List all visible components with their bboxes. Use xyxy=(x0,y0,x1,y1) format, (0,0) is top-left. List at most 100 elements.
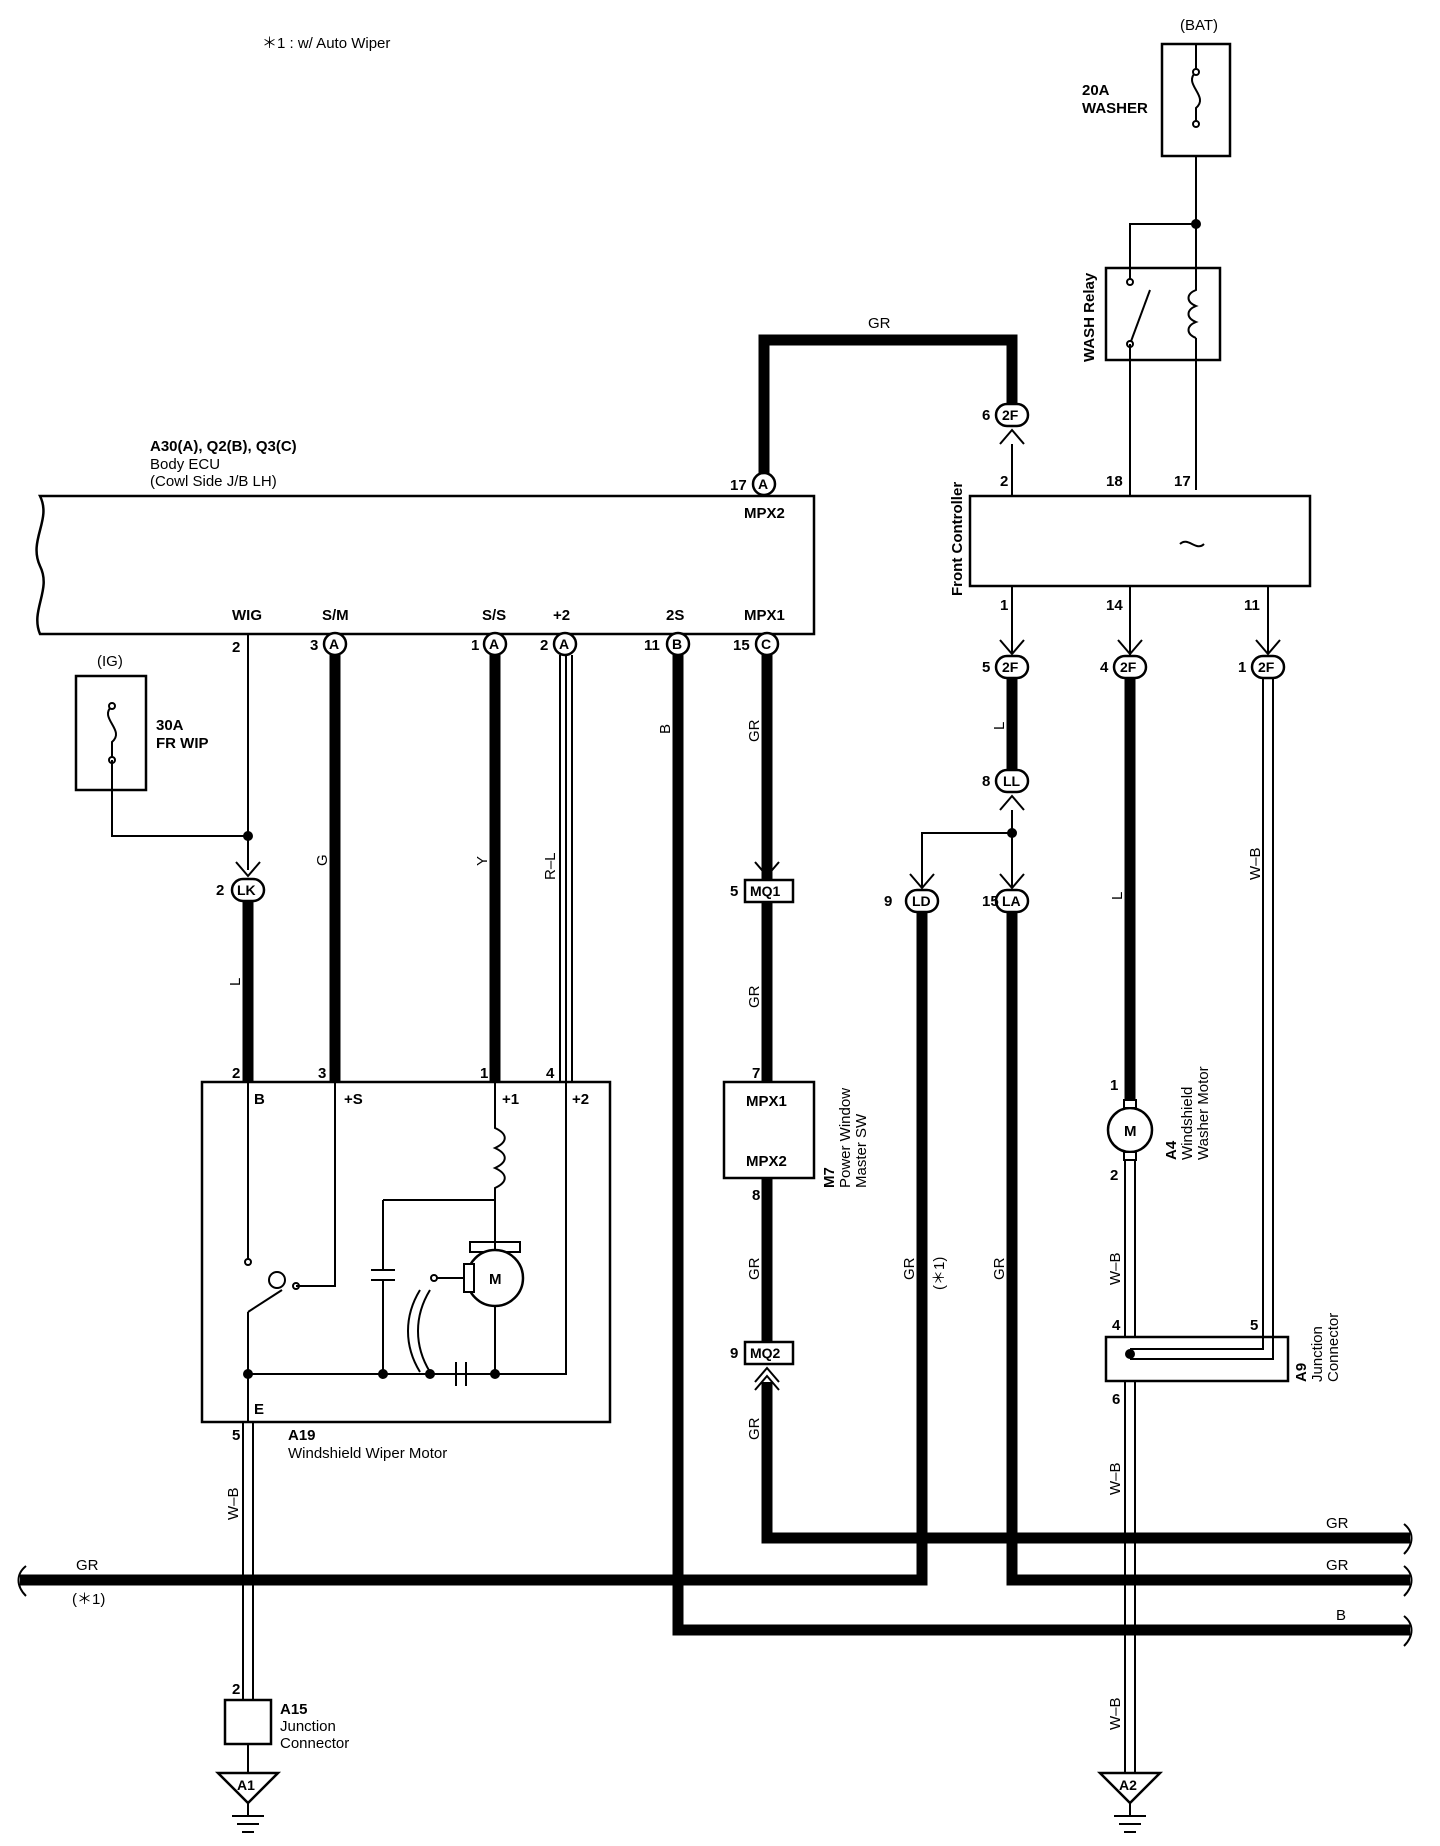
svg-text:2: 2 xyxy=(540,637,548,654)
bat-label: (BAT) xyxy=(1180,17,1218,34)
body-ecu-mpx2: MPX2 xyxy=(744,505,785,522)
svg-text:9: 9 xyxy=(884,893,892,910)
conn-2f-6 xyxy=(994,402,1030,428)
svg-text:W–B: W–B xyxy=(1247,847,1264,880)
gr-star1-bus xyxy=(20,912,928,1586)
svg-text:Connector: Connector xyxy=(280,1735,349,1752)
svg-text:B: B xyxy=(254,1091,265,1108)
svg-text:1: 1 xyxy=(471,637,479,654)
svg-text:9: 9 xyxy=(730,1345,738,1362)
washer-fuse-amp: 20A xyxy=(1082,82,1110,99)
svg-text:2: 2 xyxy=(1110,1167,1118,1184)
conn-2f-1 xyxy=(1250,654,1286,680)
svg-text:2F: 2F xyxy=(1002,407,1019,423)
wb-fc-wire xyxy=(1262,678,1274,1337)
svg-text:Y: Y xyxy=(474,856,491,866)
svg-text:Windshield Wiper Motor: Windshield Wiper Motor xyxy=(288,1445,447,1462)
bus-break-right xyxy=(1403,1523,1413,1647)
svg-text:MQ2: MQ2 xyxy=(750,1345,781,1361)
svg-text:15: 15 xyxy=(982,893,999,910)
svg-text:14: 14 xyxy=(1106,597,1123,614)
svg-text:LK: LK xyxy=(237,882,256,898)
svg-text:A2: A2 xyxy=(1119,1777,1137,1793)
svg-text:15: 15 xyxy=(733,637,750,654)
wiper-capacitor-2 xyxy=(430,1362,495,1386)
svg-text:GR: GR xyxy=(76,1557,99,1574)
svg-text:+2: +2 xyxy=(553,607,570,624)
gr-mq2-bus xyxy=(761,1382,1410,1544)
svg-text:2: 2 xyxy=(1000,473,1008,490)
svg-text:A: A xyxy=(329,636,339,652)
svg-text:S/M: S/M xyxy=(322,607,349,624)
fr-wip-fuse-element xyxy=(106,705,118,760)
svg-text:4: 4 xyxy=(1100,659,1109,676)
svg-text:1: 1 xyxy=(480,1065,488,1082)
svg-text:R–L: R–L xyxy=(542,852,559,880)
svg-text:W–B: W–B xyxy=(1107,1462,1124,1495)
wb-wiper-ground-wire xyxy=(242,1422,254,1700)
svg-text:W–B: W–B xyxy=(1107,1697,1124,1730)
svg-text:C: C xyxy=(761,636,771,652)
svg-text:GR: GR xyxy=(1326,1515,1349,1532)
svg-text:S/S: S/S xyxy=(482,607,506,624)
svg-text:4: 4 xyxy=(546,1065,555,1082)
svg-text:B: B xyxy=(1336,1607,1346,1624)
svg-text:2: 2 xyxy=(216,882,224,899)
svg-text:5: 5 xyxy=(1250,1317,1258,1334)
svg-text:LA: LA xyxy=(1002,893,1021,909)
svg-text:A19: A19 xyxy=(288,1427,316,1444)
svg-text:6: 6 xyxy=(982,407,990,424)
svg-text:30A: 30A xyxy=(156,717,184,734)
svg-text:MPX2: MPX2 xyxy=(746,1153,787,1170)
wb-washer-ground-wire xyxy=(1124,1160,1136,1773)
svg-text:GR: GR xyxy=(1326,1557,1349,1574)
svg-text:5: 5 xyxy=(982,659,990,676)
svg-text:GR: GR xyxy=(746,719,763,742)
ground-a1-symbol xyxy=(232,1803,264,1833)
svg-text:Power Window: Power Window xyxy=(837,1088,854,1188)
rl-plus2-wire xyxy=(559,655,573,1082)
svg-text:11: 11 xyxy=(1244,597,1260,614)
svg-text:MPX1: MPX1 xyxy=(746,1093,787,1110)
wiper-breaker xyxy=(407,1289,431,1373)
svg-text:18: 18 xyxy=(1106,473,1123,490)
svg-text:M7: M7 xyxy=(821,1167,838,1188)
svg-text:2S: 2S xyxy=(666,607,684,624)
svg-text:GR: GR xyxy=(901,1257,918,1280)
conn-a-17 xyxy=(751,471,777,497)
ground-a2-symbol xyxy=(1114,1803,1146,1833)
wiper-capacitor xyxy=(371,1200,395,1374)
svg-text:M: M xyxy=(489,1271,502,1288)
svg-text:B: B xyxy=(657,724,674,734)
svg-text:2F: 2F xyxy=(1120,659,1137,675)
svg-text:2: 2 xyxy=(232,639,240,656)
svg-text:2F: 2F xyxy=(1258,659,1275,675)
svg-text:E: E xyxy=(254,1401,264,1418)
svg-text:8: 8 xyxy=(752,1187,760,1204)
svg-text:L: L xyxy=(1109,892,1126,900)
svg-text:(IG): (IG) xyxy=(97,653,123,670)
svg-text:W–B: W–B xyxy=(1107,1252,1124,1285)
svg-text:W–B: W–B xyxy=(225,1487,242,1520)
ground-a2 xyxy=(1096,1771,1164,1805)
wiper-motor-coil xyxy=(492,1082,506,1218)
svg-text:11: 11 xyxy=(644,637,660,654)
washer-fuse-name: WASHER xyxy=(1082,100,1148,117)
svg-text:A: A xyxy=(758,476,768,492)
svg-text:M: M xyxy=(1124,1123,1137,1140)
svg-text:Connector: Connector xyxy=(1325,1313,1342,1382)
svg-text:Windshield: Windshield xyxy=(1179,1087,1196,1160)
front-controller-label: Front Controller xyxy=(949,482,966,596)
svg-text:17: 17 xyxy=(1174,473,1191,490)
svg-text:A15: A15 xyxy=(280,1701,308,1718)
body-ecu-code: A30(A), Q2(B), Q3(C) xyxy=(150,438,297,455)
gr-la-bus xyxy=(1006,912,1410,1586)
junction-a15 xyxy=(223,1698,273,1746)
wiper-switch-blade xyxy=(247,1289,283,1313)
svg-text:5: 5 xyxy=(730,883,738,900)
conn-ll-8 xyxy=(994,768,1030,794)
svg-text:B: B xyxy=(672,636,682,652)
bus-break-left xyxy=(17,1565,27,1597)
svg-text:GR: GR xyxy=(746,985,763,1008)
wash-relay-label: WASH Relay xyxy=(1081,272,1098,362)
